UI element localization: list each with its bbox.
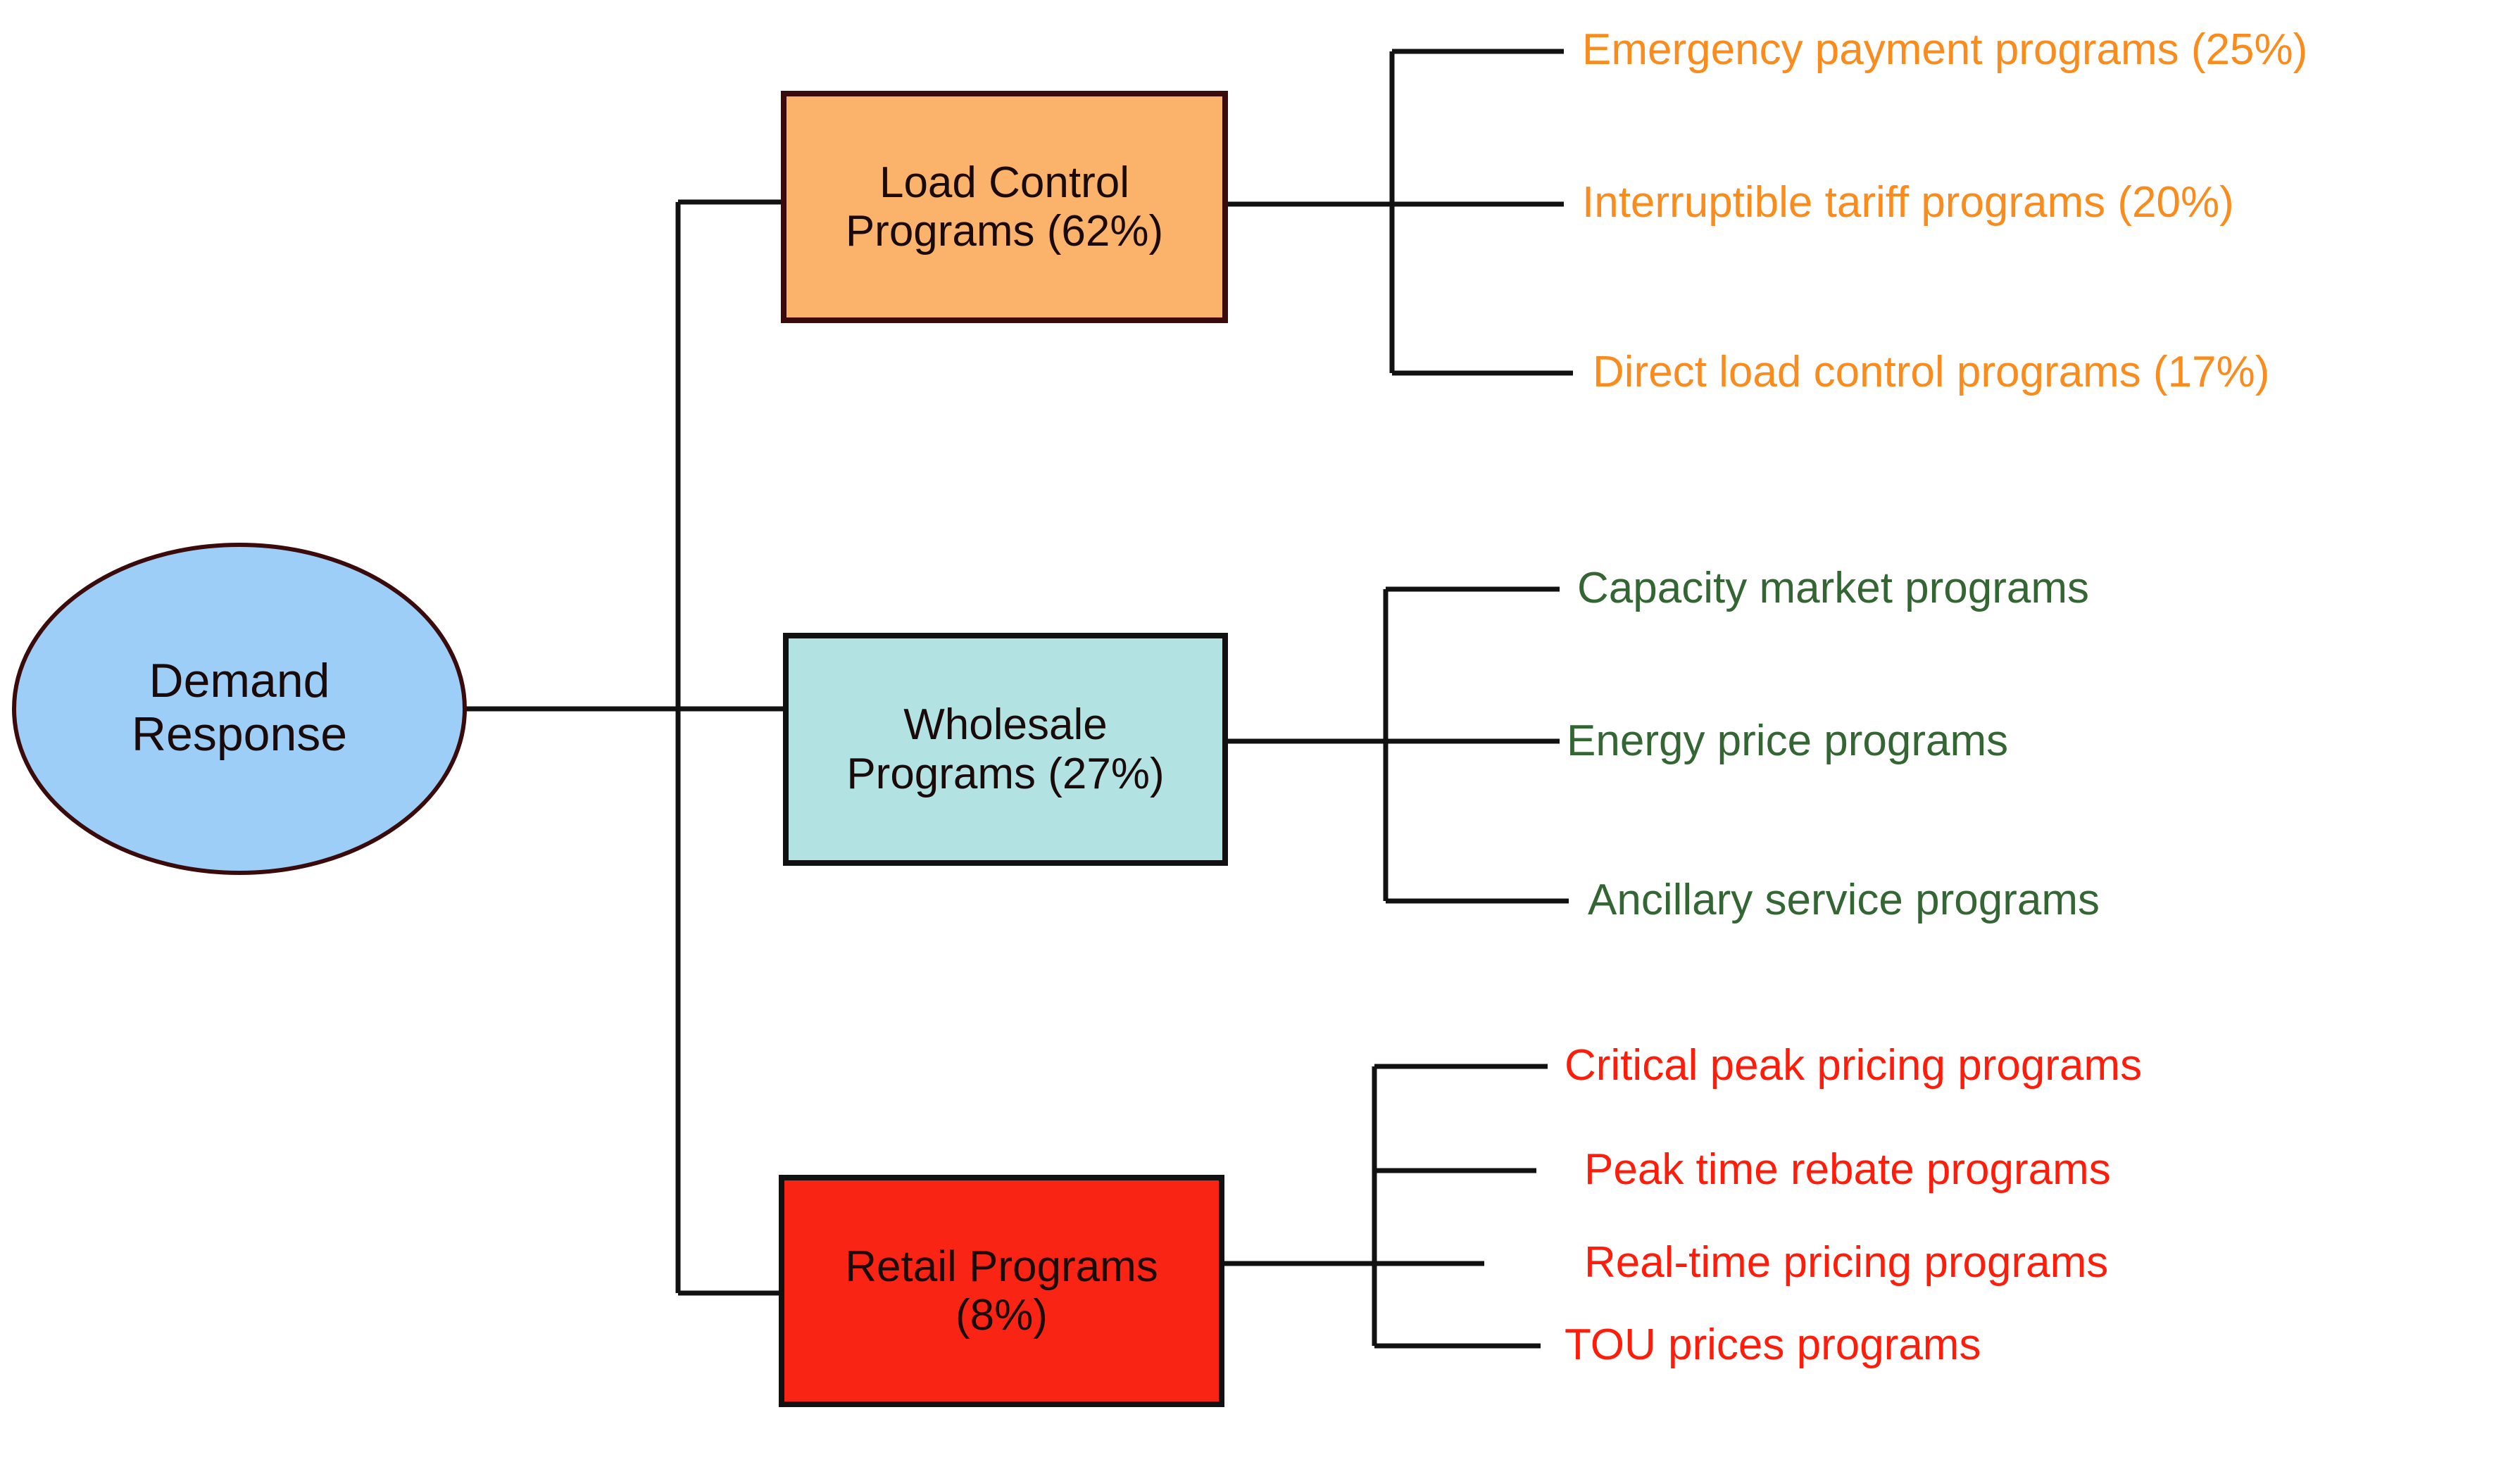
leaf-direct-load-control-programs[interactable]: Direct load control programs (17%) [1593,348,2270,396]
load-control-rect [781,91,1228,323]
leaf-real-time-pricing-programs[interactable]: Real-time pricing programs [1584,1238,2109,1287]
leaf-tou-prices-programs[interactable]: TOU prices programs [1565,1321,1981,1369]
leaf-critical-peak-pricing-programs[interactable]: Critical peak pricing programs [1565,1041,2143,1090]
leaf-capacity-market-programs[interactable]: Capacity market programs [1577,564,2090,612]
leaf-ancillary-service-programs[interactable]: Ancillary service programs [1588,876,2100,924]
leaf-emergency-payment-programs[interactable]: Emergency payment programs (25%) [1582,25,2308,74]
retail-rect [779,1175,1224,1407]
leaf-peak-time-rebate-programs[interactable]: Peak time rebate programs [1584,1145,2111,1194]
leaf-energy-price-programs[interactable]: Energy price programs [1567,717,2009,765]
leaf-interruptible-tariff-programs[interactable]: Interruptible tariff programs (20%) [1582,178,2234,227]
wholesale-rect [783,633,1228,866]
root-ellipse [12,543,467,875]
